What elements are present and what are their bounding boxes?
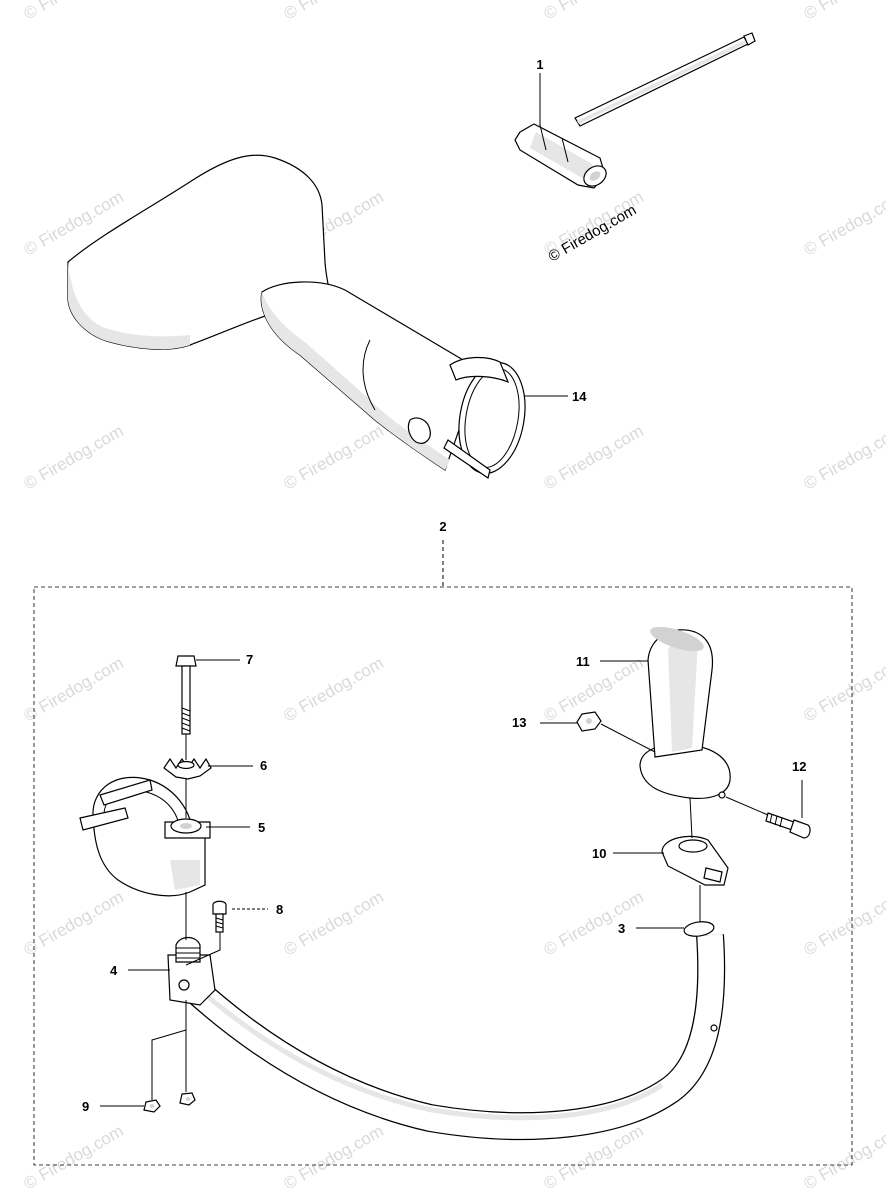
part-5-clamp [79,776,211,897]
watermark: © Firedog.com [21,1121,127,1193]
watermark: © Firedog.com [21,421,127,493]
watermark: © Firedog.com [21,887,127,959]
callout-11: 11 [576,654,590,669]
watermark: © Firedog.com [541,887,647,959]
callout-1: 1 [536,57,543,72]
watermark: © Firedog.com [281,0,387,23]
part-10-mount [661,835,729,886]
part-3-handle-bar [180,921,726,1141]
part-6-star-washer [163,757,212,780]
part-1-t-wrench [514,32,756,189]
watermark: © Firedog.com [801,653,886,725]
watermark: © Firedog.com [281,887,387,959]
part-7-bolt [175,655,197,735]
watermark: © Firedog.com [21,653,127,725]
callout-4: 4 [110,963,118,978]
callout-7: 7 [246,652,253,667]
callout-12: 12 [792,759,806,774]
callouts: 1 14 2 7 6 5 8 4 9 13 11 10 3 12 [82,57,806,1114]
part-11-grip [639,626,731,800]
watermark: © Firedog.com [801,187,886,259]
part-8-screw [212,900,227,933]
watermark: © Firedog.com [801,1121,886,1193]
watermark: © Firedog.com [281,653,387,725]
callout-3: 3 [618,921,625,936]
watermark-layer: © Firedog.com © Firedog.com © Firedog.com ©… [21,0,886,1193]
leader-lines [100,73,803,1107]
callout-8: 8 [276,902,283,917]
watermark: © Firedog.com [541,0,647,23]
part-12-screw [765,812,811,839]
watermark: © Firedog.com [281,421,387,493]
part-13-nut [576,711,602,732]
watermark: © Firedog.com [801,421,886,493]
callout-2: 2 [439,519,446,534]
callout-10: 10 [592,846,606,861]
watermark: © Firedog.com [21,0,127,23]
watermark: © Firedog.com [801,0,886,23]
watermark: © Firedog.com [541,421,647,493]
callout-9: 9 [82,1099,89,1114]
callout-13: 13 [512,715,526,730]
kit-box [33,586,853,1166]
part-4-bracket [167,936,216,1006]
callout-5: 5 [258,820,265,835]
callout-14: 14 [572,389,587,404]
watermark: © Firedog.com [281,1121,387,1193]
callout-6: 6 [260,758,267,773]
part-9-nuts [143,1092,196,1113]
part-14-guard [67,154,526,479]
watermark: © Firedog.com [801,887,886,959]
